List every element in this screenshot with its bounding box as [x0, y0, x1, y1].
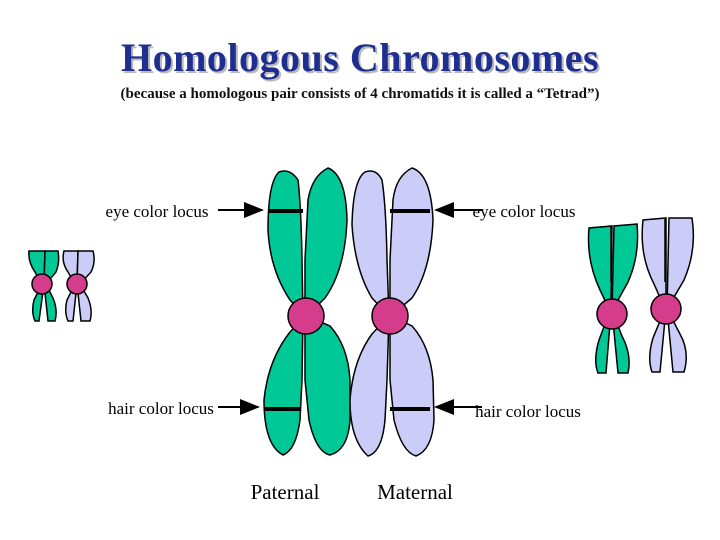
paternal-caption: Paternal	[250, 480, 320, 504]
eye-color-locus-label-right: eye color locus	[472, 202, 576, 221]
hair-color-locus-label-right: hair color locus	[475, 402, 581, 421]
small-right-paternal-chromatid-1	[587, 225, 613, 374]
hair-color-locus-label-left: hair color locus	[108, 399, 214, 418]
small-left-centromere-2	[66, 273, 88, 295]
small-tetrad-left	[28, 250, 95, 322]
eye-color-locus-label-left: eye color locus	[105, 202, 209, 221]
maternal-centromere	[371, 297, 409, 335]
page-subtitle: (because a homologous pair consists of 4…	[120, 86, 600, 102]
small-right-maternal-chromatid-1	[641, 217, 667, 373]
small-right-centromere-1	[596, 298, 628, 330]
maternal-caption: Maternal	[377, 480, 453, 504]
paternal-chromatid-1	[263, 170, 307, 456]
small-left-centromere-1	[31, 273, 53, 295]
small-left-paternal-chromatid-2	[43, 250, 60, 322]
small-left-maternal-chromatid-1	[62, 250, 79, 322]
small-right-paternal-chromatid-2	[611, 223, 639, 374]
small-right-centromere-2	[650, 293, 682, 325]
locus-arrows	[218, 202, 482, 415]
maternal-chromatid-1	[349, 170, 391, 457]
paternal-centromere	[287, 297, 325, 335]
small-tetrad-right	[587, 217, 695, 374]
large-tetrad-center	[263, 167, 435, 457]
maternal-chromatid-2	[389, 167, 435, 457]
small-left-maternal-chromatid-2	[76, 250, 95, 322]
page-title: Homologous Chromosomes	[120, 35, 600, 80]
small-left-paternal-chromatid-1	[28, 250, 46, 322]
